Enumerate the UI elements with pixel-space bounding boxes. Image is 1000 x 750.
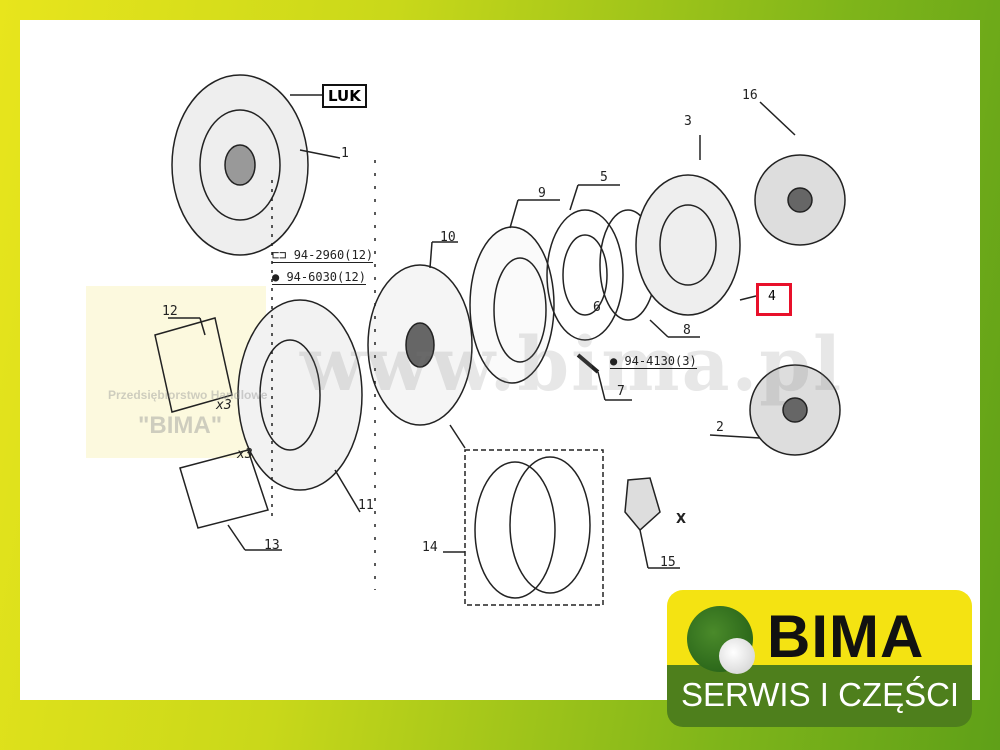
disc-2	[709, 364, 841, 456]
dimension-marker-x: X	[676, 512, 687, 527]
part-label-3: 3	[684, 114, 692, 129]
part-label-10: 10	[440, 230, 456, 245]
part-label-6: 6	[593, 300, 601, 315]
nut-reference: ● 94-4130(3)	[610, 354, 697, 369]
part-label-15: 15	[660, 555, 676, 570]
washer-ref-text: 94-6030(12)	[286, 270, 366, 284]
pressure-plate-9	[469, 199, 560, 384]
logo-name: BIMA	[767, 603, 925, 670]
part-label-8: 8	[683, 323, 691, 338]
clutch-linings-14	[443, 449, 604, 606]
watermark-name: "BIMA"	[138, 412, 223, 439]
logo-bottom-band	[667, 665, 972, 727]
part-label-4-highlight[interactable]: 4	[756, 283, 792, 316]
bolt-ref-text: 94-2960(12)	[293, 248, 374, 262]
brand-label-luk: LUK	[322, 84, 367, 108]
lever-kit-13	[179, 449, 282, 551]
clutch-cover	[237, 299, 363, 513]
part-label-1: 1	[341, 146, 349, 161]
part-label-2: 2	[716, 420, 724, 435]
logo-tagline: SERWIS I CZĘŚCI	[681, 676, 960, 713]
bima-logo: BIMA SERWIS I CZĘŚCI	[667, 590, 972, 730]
part-label-12: 12	[162, 304, 178, 319]
multiplier-x3-b: x3	[237, 447, 253, 462]
clutch-disc-10	[367, 241, 473, 449]
watermark-url: www.bima.pl	[300, 322, 844, 408]
intermediate-plate-5	[546, 184, 624, 341]
clutch-pressure-plate-assembly	[171, 74, 341, 256]
multiplier-x3-a: x3	[216, 398, 232, 413]
stud-7	[576, 353, 632, 401]
part-label-16: 16	[742, 88, 758, 103]
watermark-company: Przedsiębiorstwo Handlowe	[108, 388, 268, 402]
washer-reference: ● 94-6030(12)	[272, 270, 366, 285]
part-label-9: 9	[538, 186, 546, 201]
part-label-7: 7	[617, 384, 625, 399]
logo-ball-icon	[719, 638, 755, 674]
nut-ref-text: 94-4130(3)	[624, 354, 697, 368]
tool-15	[624, 477, 680, 569]
part-label-13: 13	[264, 538, 280, 553]
lever-kit-12	[154, 317, 233, 413]
watermark-background	[86, 286, 266, 458]
part-label-14: 14	[422, 540, 438, 555]
part-label-11: 11	[358, 498, 374, 513]
part-label-4: 4	[768, 289, 776, 304]
clutch-housing-4	[635, 135, 757, 316]
bolt-reference: ⊏⊐ 94-2960(12)	[272, 248, 374, 263]
part-label-5: 5	[600, 170, 608, 185]
disc-16	[754, 101, 846, 246]
